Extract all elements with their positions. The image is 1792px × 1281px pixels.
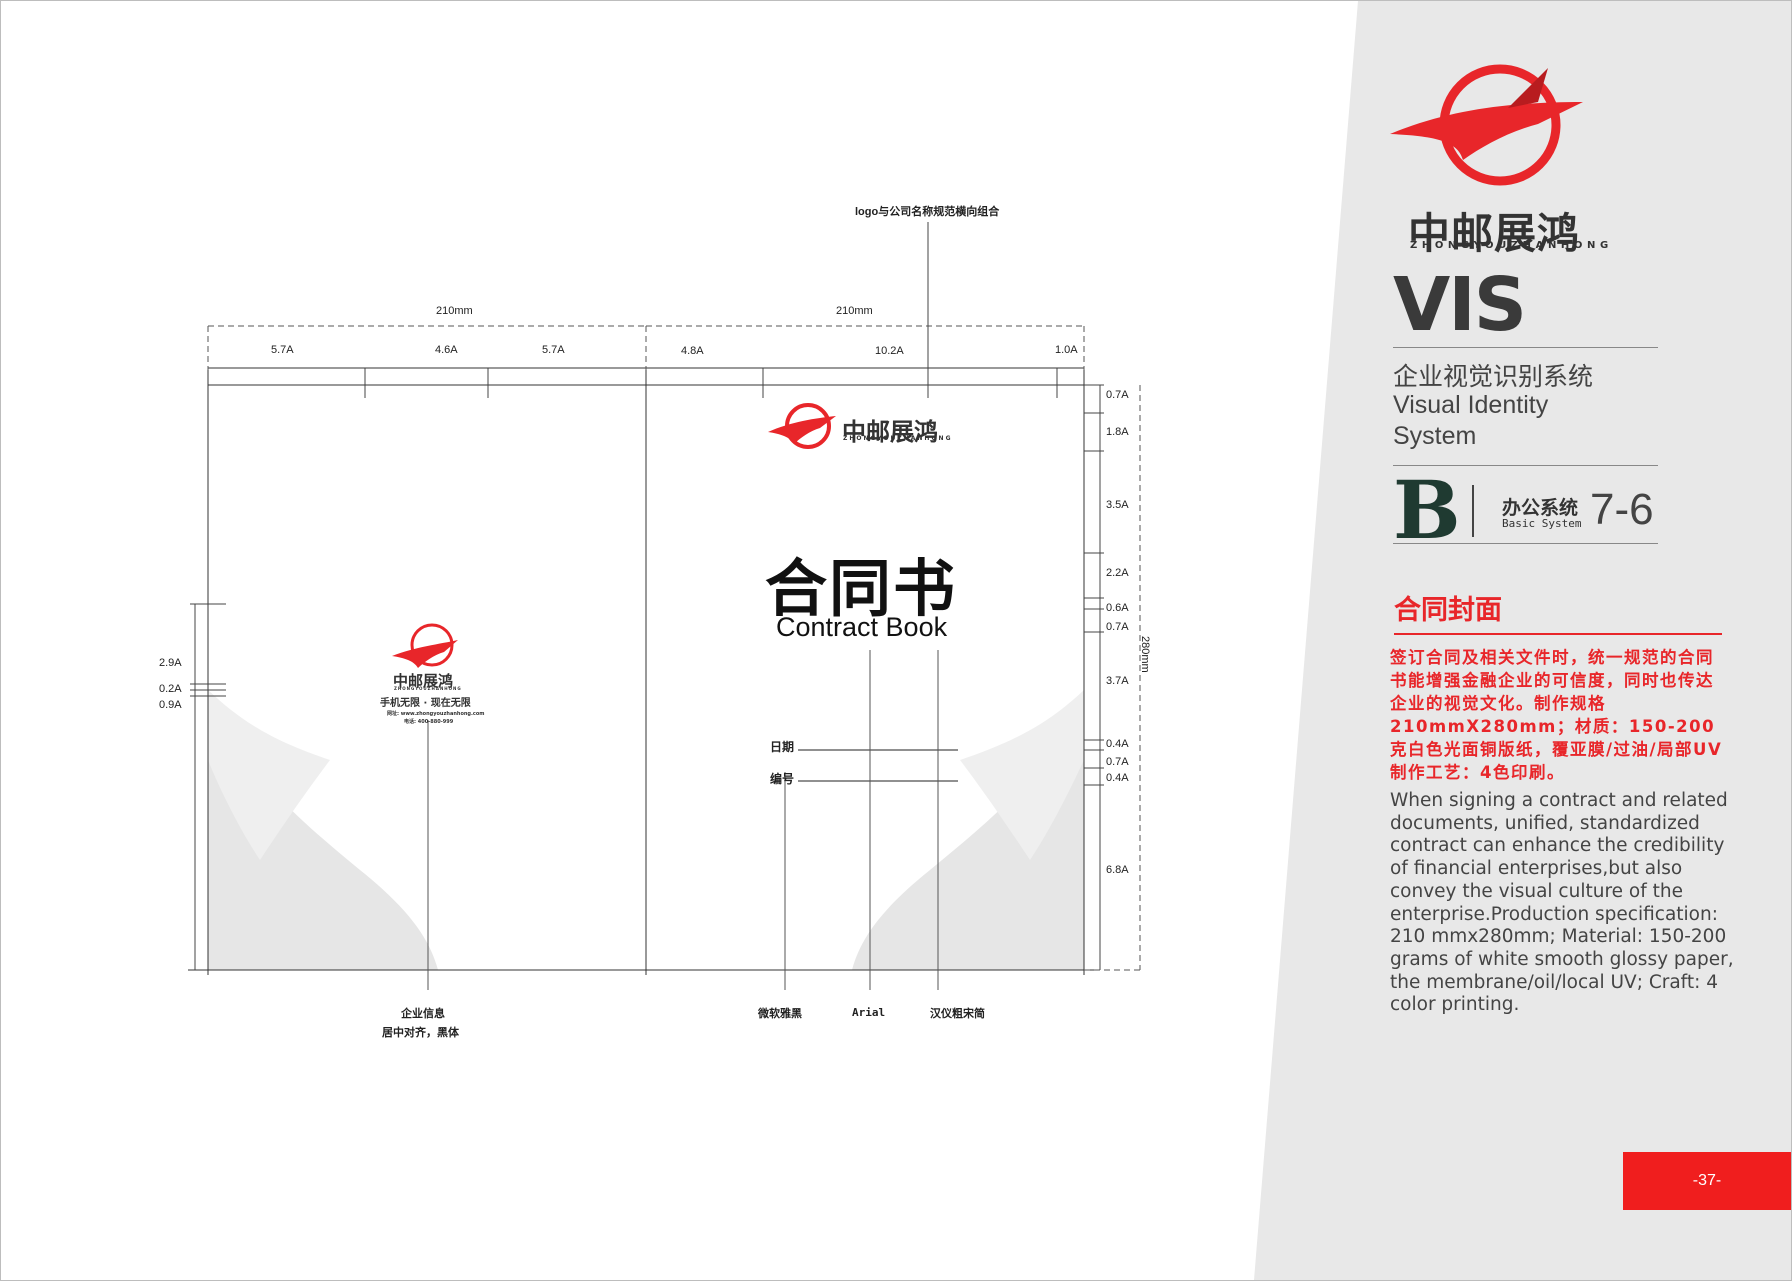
section-name-cn: 办公系统: [1502, 497, 1579, 519]
description-text-en: When signing a contract and related docu…: [1390, 790, 1734, 1016]
dim-right-9: 0.7A: [1106, 756, 1129, 768]
dim-top-right-1: 4.8A: [681, 345, 704, 357]
note-font-2: Arial: [852, 1006, 886, 1019]
dim-right-11: 6.8A: [1106, 864, 1129, 876]
width-left-label: 210mm: [436, 305, 473, 317]
wing-watermark-right: [852, 690, 1084, 970]
dim-top-left-2: 4.6A: [435, 344, 458, 356]
dim-top-left-3: 5.7A: [542, 344, 565, 356]
height-label: 280mm: [1139, 636, 1151, 673]
dim-top-right-3: 1.0A: [1055, 344, 1078, 356]
system-title-en-line1: Visual Identity: [1393, 391, 1549, 419]
dim-right-8: 0.4A: [1106, 738, 1129, 750]
section-name-en: Basic System: [1502, 517, 1582, 530]
dim-left-2: 0.2A: [159, 683, 182, 695]
right-panel: [1254, 1, 1791, 1280]
dim-left-1: 2.9A: [159, 657, 182, 669]
width-right-label: 210mm: [836, 305, 873, 317]
note-company-align: 居中对齐，黑体: [382, 1027, 459, 1039]
dim-right-4: 2.2A: [1106, 567, 1129, 579]
description-title: 合同封面: [1394, 595, 1502, 625]
back-cover-website: 网址: www.zhongyouzhanhong.com: [387, 711, 485, 717]
description-rule: [1394, 633, 1722, 635]
back-cover-brand-cn: 中邮展鸿: [393, 672, 454, 690]
vis-heading: VIS: [1393, 262, 1527, 348]
dim-top-left-1: 5.7A: [271, 344, 294, 356]
note-font-3: 汉仪粗宋简: [930, 1008, 985, 1020]
section-letter: B: [1393, 463, 1461, 557]
dim-right-10: 0.4A: [1106, 772, 1129, 784]
section-number: 7-6: [1590, 485, 1654, 534]
system-title-en: Visual Identity System: [1393, 390, 1548, 452]
system-title-cn: 企业视觉识别系统: [1393, 363, 1594, 391]
dim-top-right-2: 10.2A: [875, 345, 904, 357]
front-cover-logo-icon: [768, 403, 836, 449]
panel-background: [1254, 1, 1791, 1280]
cover-title-cn: 合同书: [765, 552, 958, 625]
field-date-label: 日期: [770, 740, 795, 754]
logo-note: logo与公司名称规范横向组合: [855, 206, 1000, 218]
dim-right-3: 3.5A: [1106, 499, 1129, 511]
dim-right-1: 0.7A: [1106, 389, 1129, 401]
dim-right-2: 1.8A: [1106, 426, 1129, 438]
dim-right-5: 0.6A: [1106, 602, 1129, 614]
description-text-cn: 签订合同及相关文件时，统一规范的合同书能增强金融企业的可信度，同时也传达企业的视…: [1390, 648, 1723, 782]
brand-name-cn: 中邮展鸿: [1408, 209, 1581, 258]
brand-logo-icon: [1390, 64, 1583, 186]
back-cover-brand-en: ZHONGYOUZHANHONG: [394, 686, 462, 691]
dim-right-6: 0.7A: [1106, 621, 1129, 633]
note-font-1: 微软雅黑: [758, 1008, 802, 1020]
wing-watermark-left: [208, 690, 438, 970]
back-cover-slogan: 手机无限 · 现在无限: [380, 698, 471, 709]
divider: [1393, 347, 1658, 348]
back-cover-logo-icon: [392, 623, 458, 668]
front-cover-brand-cn: 中邮展鸿: [842, 418, 938, 446]
back-cover-phone: 电话: 400-880-999: [404, 719, 454, 725]
dim-right-7: 3.7A: [1106, 675, 1129, 687]
field-number-label: 编号: [770, 772, 795, 786]
system-title-en-line2: System: [1393, 422, 1477, 450]
brand-name-en: ZHONGYOUZHANHONG: [1410, 240, 1613, 251]
note-company-info: 企业信息: [401, 1008, 445, 1020]
cover-title-en: Contract Book: [776, 612, 948, 642]
page-number: -37-: [1623, 1152, 1791, 1210]
divider: [1393, 465, 1658, 466]
section-separator: [1472, 485, 1474, 537]
front-cover-brand-en: ZHONGYOUZHANHONG: [843, 435, 953, 442]
dim-left-3: 0.9A: [159, 699, 182, 711]
divider: [1393, 543, 1658, 544]
